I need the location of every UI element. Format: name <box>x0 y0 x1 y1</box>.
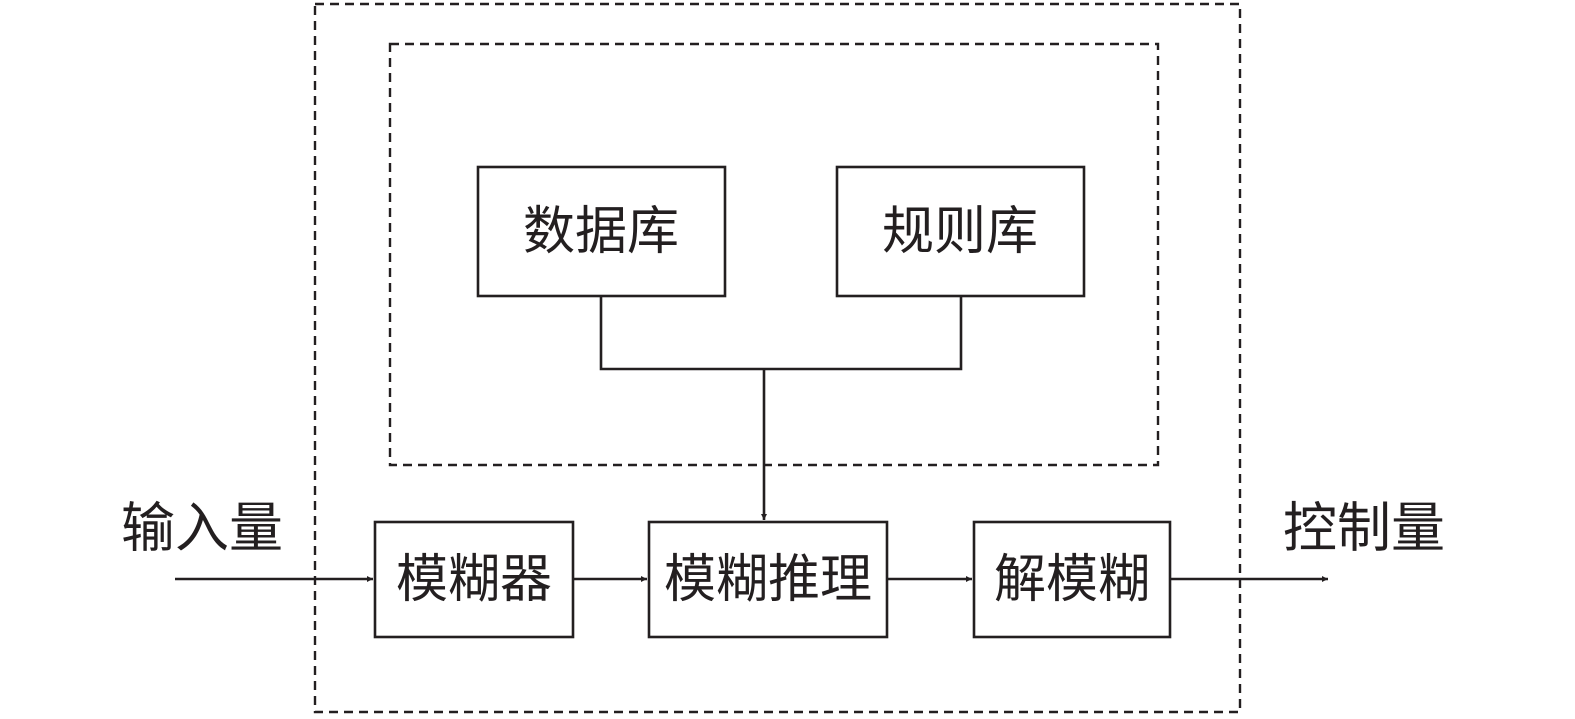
database-node: 数据库 <box>476 165 727 298</box>
knowledge-merge-connector <box>599 296 963 371</box>
defuzzifier-node: 解模糊 <box>972 520 1172 639</box>
rulebase-node: 规则库 <box>835 165 1086 298</box>
fuzzifier-box <box>373 520 575 639</box>
knowledge-base-boundary <box>388 42 1160 467</box>
rulebase-label: 规则库 <box>882 202 1038 262</box>
inference-node: 模糊推理 <box>647 520 889 639</box>
fuzzifier-node: 模糊器 <box>373 520 575 639</box>
inference-box <box>647 520 889 639</box>
database-label: 数据库 <box>523 202 679 262</box>
defuzzifier-box <box>972 520 1172 639</box>
defuzzifier-label: 解模糊 <box>994 550 1150 610</box>
controller-boundary <box>313 2 1242 714</box>
inference-label: 模糊推理 <box>664 550 872 610</box>
database-box <box>476 165 727 298</box>
fuzzifier-label: 模糊器 <box>396 550 552 610</box>
output-label: 控制量 <box>1283 497 1445 560</box>
input-label: 输入量 <box>121 497 283 560</box>
